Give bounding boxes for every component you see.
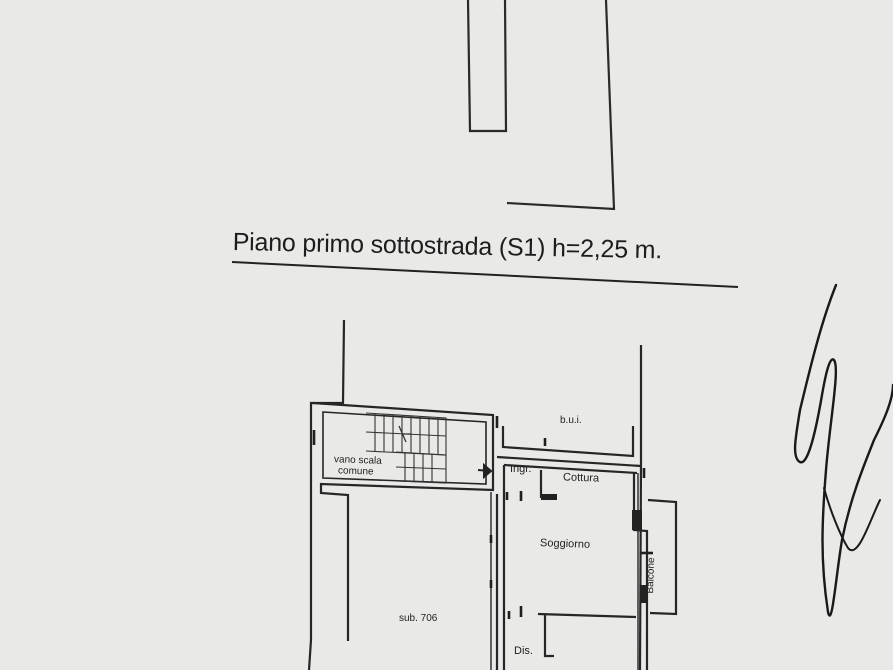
room-label-entrance: Ingr.: [510, 463, 532, 475]
room-label-living: Soggiorno: [539, 537, 591, 551]
room-label-dis: Dis.: [514, 645, 533, 657]
room-label-kitchen: Cottura: [562, 471, 600, 485]
stair-treads: [365, 412, 447, 484]
door-marks: [312, 416, 653, 619]
wall-block: [541, 494, 648, 603]
plan-walls: [307, 319, 678, 670]
room-label-bui: b.u.i.: [560, 415, 582, 426]
upper-plan-fragment: [466, 0, 616, 211]
signature-scribble-stroke: [823, 487, 881, 552]
room-label-stair-line2: comune: [337, 465, 374, 478]
room-label-sub: sub. 706: [399, 613, 438, 624]
title-underline: [231, 261, 739, 288]
room-label-balcony: Balcone: [644, 557, 658, 594]
entrance-arrow-icon: [477, 462, 493, 480]
signature-scribble: [793, 283, 893, 617]
